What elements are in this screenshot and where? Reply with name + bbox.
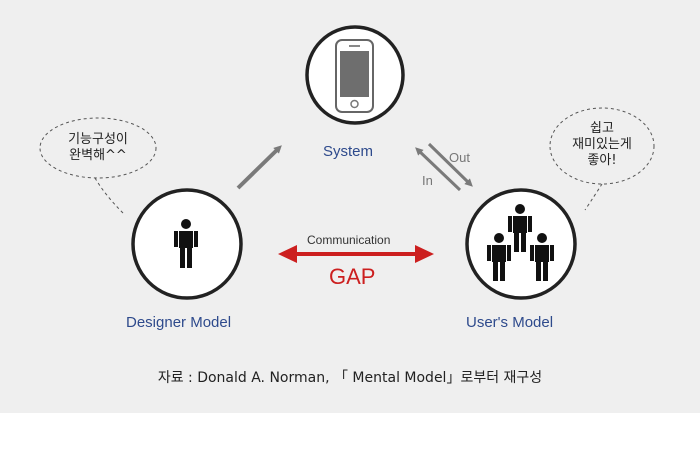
users-bubble-line-3: 좋아! <box>587 153 617 168</box>
designer-bubble-text: 기능구성이 완벽해^^ <box>50 132 146 164</box>
out-label: Out <box>449 150 470 165</box>
users-bubble-line-2: 재미있는게 <box>572 137 632 152</box>
diagram-canvas <box>39 25 655 300</box>
system-label: System <box>323 143 374 160</box>
users-bubble-text: 쉽고 재미있는게 좋아! <box>558 121 646 169</box>
designer-bubble-line-1: 기능구성이 <box>68 132 128 147</box>
smartphone-icon <box>335 39 374 113</box>
gap-double-arrow <box>278 245 434 263</box>
users-speech-bubble <box>549 107 655 211</box>
in-label: In <box>422 173 433 188</box>
designer-to-system-arrow <box>236 145 282 190</box>
designer-model-label: Designer Model <box>126 314 232 331</box>
source-caption: 자료 : Donald A. Norman, 「 Mental Model」로부… <box>157 370 543 386</box>
diagram-panel: System Designer Model User's Model 기능구성이… <box>0 0 700 413</box>
gap-label: GAP <box>329 264 376 289</box>
in-arrow <box>415 147 462 192</box>
person-icon <box>174 219 198 268</box>
users-bubble-line-1: 쉽고 <box>590 121 614 136</box>
out-arrow <box>427 142 473 187</box>
group-icon <box>487 204 554 281</box>
designer-bubble-line-2: 완벽해^^ <box>69 148 127 163</box>
designer-speech-bubble <box>39 117 157 214</box>
communication-label: Communication <box>307 233 391 247</box>
users-model-label: User's Model <box>466 314 554 331</box>
